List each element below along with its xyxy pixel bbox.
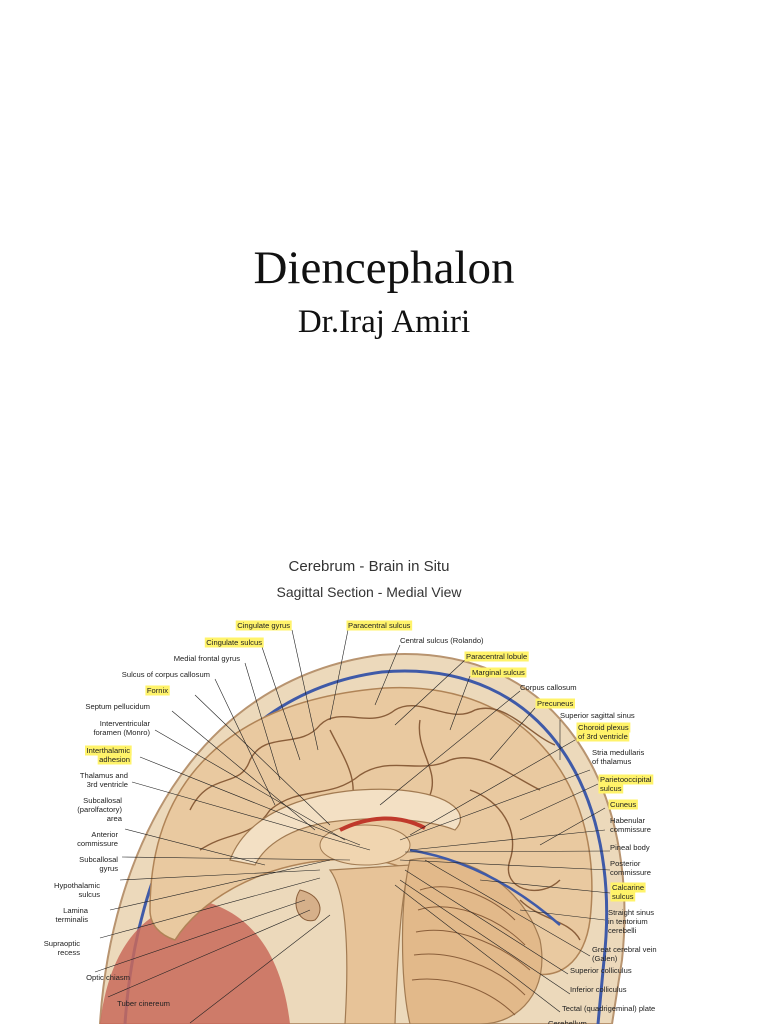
leader-lines-right xyxy=(329,629,611,1013)
left-label: Hypothalamic xyxy=(54,881,100,890)
right-label: commissure xyxy=(610,868,651,877)
left-label: adhesion xyxy=(99,755,130,764)
left-label: commissure xyxy=(77,839,118,848)
right-label: Posterior xyxy=(610,859,641,868)
left-label: (parolfactory) xyxy=(77,805,122,814)
left-label: Subcallosal xyxy=(79,855,118,864)
right-label: Habenular xyxy=(610,816,646,825)
right-label: Superior colliculus xyxy=(570,966,632,975)
left-label: Sulcus of corpus callosum xyxy=(122,670,210,679)
right-label: Central sulcus (Rolando) xyxy=(400,636,484,645)
right-label: sulcus xyxy=(612,892,634,901)
right-label: Choroid plexus xyxy=(578,723,629,732)
right-label-highlight xyxy=(598,774,654,785)
right-label: Paracentral lobule xyxy=(466,652,527,661)
right-label: Superior sagittal sinus xyxy=(560,711,635,720)
right-label: Stria medullaris xyxy=(592,748,645,757)
left-label: sulcus xyxy=(78,890,100,899)
right-label: sulcus xyxy=(600,784,622,793)
right-label: Pineal body xyxy=(610,843,650,852)
left-label: Subcallosal xyxy=(83,796,122,805)
cerebellum-folia xyxy=(411,886,531,1016)
left-label: Thalamus and xyxy=(80,771,128,780)
left-label: terminalis xyxy=(56,915,89,924)
right-label-highlight xyxy=(535,698,576,709)
right-label: Great cerebral vein xyxy=(592,945,657,954)
left-label: foramen (Monro) xyxy=(93,728,150,737)
left-label-highlight xyxy=(145,685,170,696)
right-label: Parietooccipital xyxy=(600,775,652,784)
right-label: Cerebellum xyxy=(548,1019,587,1024)
left-label-highlight xyxy=(235,620,292,631)
right-label-highlight xyxy=(610,882,646,893)
left-label: area xyxy=(107,814,123,823)
corpus-callosum xyxy=(229,788,461,866)
right-label: Marginal sulcus xyxy=(472,668,525,677)
right-label-highlight xyxy=(608,799,638,810)
right-label-highlight xyxy=(610,891,636,902)
left-label: Cingulate gyrus xyxy=(237,621,290,630)
brain-sagittal-figure: Cerebrum - Brain in Situ Sagittal Sectio… xyxy=(0,560,768,1024)
left-label: Fornix xyxy=(147,686,168,695)
right-label: Inferior colliculus xyxy=(570,985,627,994)
right-label: of thalamus xyxy=(592,757,631,766)
right-label-highlight xyxy=(576,731,630,742)
pituitary xyxy=(295,889,321,922)
left-label: Cingulate sulcus xyxy=(206,638,262,647)
left-label: Interthalamic xyxy=(87,746,131,755)
right-label-highlight xyxy=(346,620,413,631)
right-label: cerebelli xyxy=(608,926,637,935)
right-label: Paracentral sulcus xyxy=(348,621,411,630)
right-label: in tentorium xyxy=(608,917,648,926)
right-label: of 3rd ventricle xyxy=(578,732,628,741)
right-label: Cuneus xyxy=(610,800,636,809)
left-label-highlight xyxy=(204,637,264,648)
left-label: Lamina xyxy=(63,906,89,915)
choroid-plexus xyxy=(339,816,426,832)
slide-author: Dr.Iraj Amiri xyxy=(297,304,471,340)
left-label: Septum pellucidum xyxy=(85,702,150,711)
right-label-highlight xyxy=(576,722,631,733)
nasal-tissue xyxy=(100,900,290,1024)
right-label: Straight sinus xyxy=(608,908,654,917)
figure-subtitle: Sagittal Section - Medial View xyxy=(276,584,462,600)
leader-lines-left xyxy=(94,629,371,1024)
right-label: commissure xyxy=(610,825,651,834)
right-label: (Galen) xyxy=(592,954,618,963)
right-label-highlight xyxy=(470,667,527,678)
left-label: Anterior xyxy=(91,830,118,839)
thalamus xyxy=(319,824,411,866)
left-label: Interventricular xyxy=(100,719,151,728)
left-label-highlight xyxy=(97,754,132,765)
right-label: Corpus callosum xyxy=(520,683,577,692)
slide-title: Diencephalon xyxy=(253,242,515,294)
right-label-highlight xyxy=(464,651,529,662)
left-label: 3rd ventricle xyxy=(87,780,128,789)
left-label: Optic chiasm xyxy=(86,973,130,982)
left-label: Medial frontal gyrus xyxy=(174,654,240,663)
left-label: Tuber cinereum xyxy=(117,999,170,1008)
right-label: Calcarine xyxy=(612,883,644,892)
left-label: gyrus xyxy=(99,864,118,873)
left-label-highlight xyxy=(85,745,132,756)
left-label: Supraoptic xyxy=(44,939,81,948)
left-label: recess xyxy=(58,948,81,957)
right-label-highlight xyxy=(598,783,624,794)
figure-title: Cerebrum - Brain in Situ xyxy=(288,560,450,575)
right-label: Precuneus xyxy=(537,699,574,708)
right-label: Tectal (quadrigeminal) plate xyxy=(562,1004,655,1013)
